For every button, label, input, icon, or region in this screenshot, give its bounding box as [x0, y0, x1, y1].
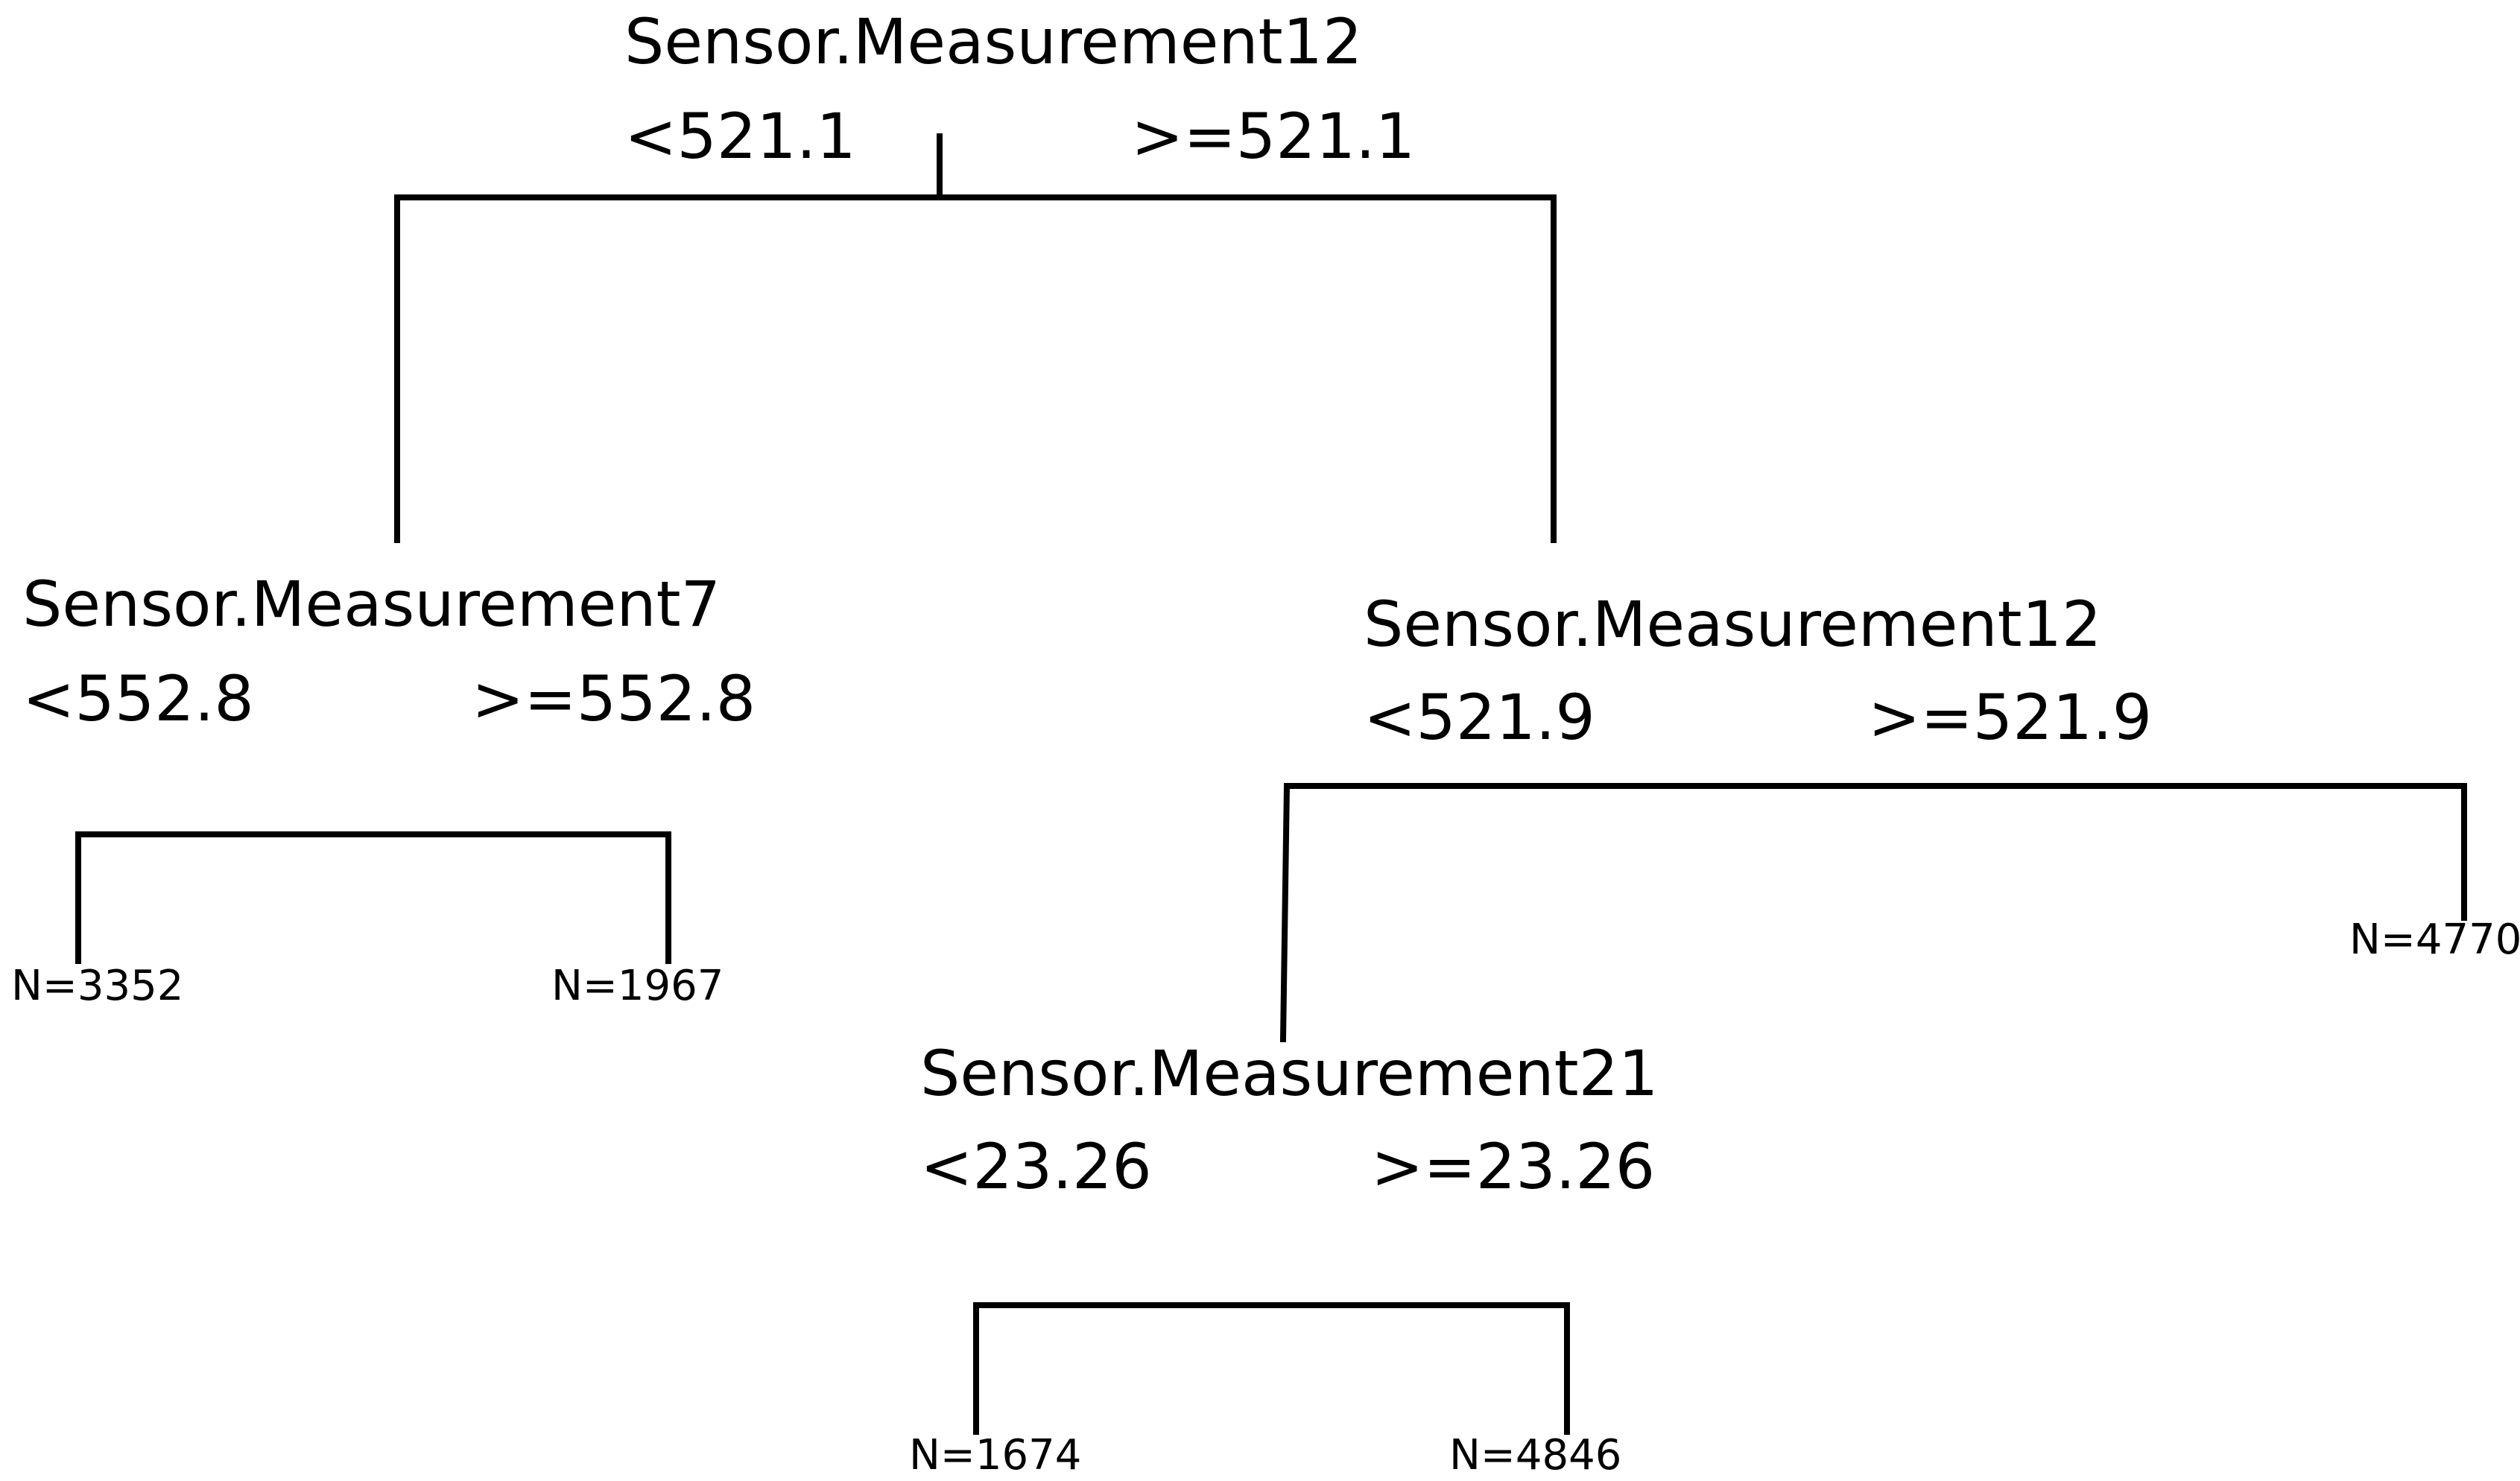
leaf-n4846: N=4846	[1449, 1431, 1621, 1480]
left-node-variable-label: Sensor.Measurement7	[22, 568, 721, 641]
right-node-branches	[1279, 782, 2467, 1043]
right-node-variable-label: Sensor.Measurement12	[1364, 588, 2102, 661]
left-node-right-condition: >=552.8	[472, 662, 756, 735]
right-node-left-condition: <521.9	[1364, 681, 1595, 754]
left-node-left-condition: <552.8	[22, 662, 254, 735]
right-left-node-branches	[973, 1302, 1570, 1435]
leaf-n3352: N=3352	[11, 962, 183, 1010]
right-left-node-right-condition: >=23.26	[1371, 1130, 1655, 1203]
root-right-condition: >=521.1	[1131, 100, 1415, 173]
right-left-node: Sensor.Measurement21 <23.26 >=23.26	[920, 1037, 1659, 1203]
right-node-left-branch	[1279, 782, 1291, 1043]
root-branches	[394, 133, 1557, 543]
root-node: Sensor.Measurement12 <521.1 >=521.1	[624, 5, 1415, 173]
right-left-node-variable-label: Sensor.Measurement21	[920, 1037, 1659, 1110]
right-node: Sensor.Measurement12 <521.9 >=521.9	[1364, 588, 2152, 754]
leaf-n1967: N=1967	[551, 962, 724, 1010]
leaf-n1674: N=1674	[909, 1431, 1081, 1480]
leaf-n4770: N=4770	[2349, 916, 2520, 964]
right-left-node-left-condition: <23.26	[920, 1130, 1152, 1203]
right-node-right-condition: >=521.9	[1868, 681, 2152, 754]
left-node: Sensor.Measurement7 <552.8 >=552.8	[22, 568, 756, 735]
left-node-branches	[75, 831, 671, 964]
root-variable-label: Sensor.Measurement12	[624, 5, 1363, 78]
root-left-condition: <521.1	[624, 100, 856, 173]
